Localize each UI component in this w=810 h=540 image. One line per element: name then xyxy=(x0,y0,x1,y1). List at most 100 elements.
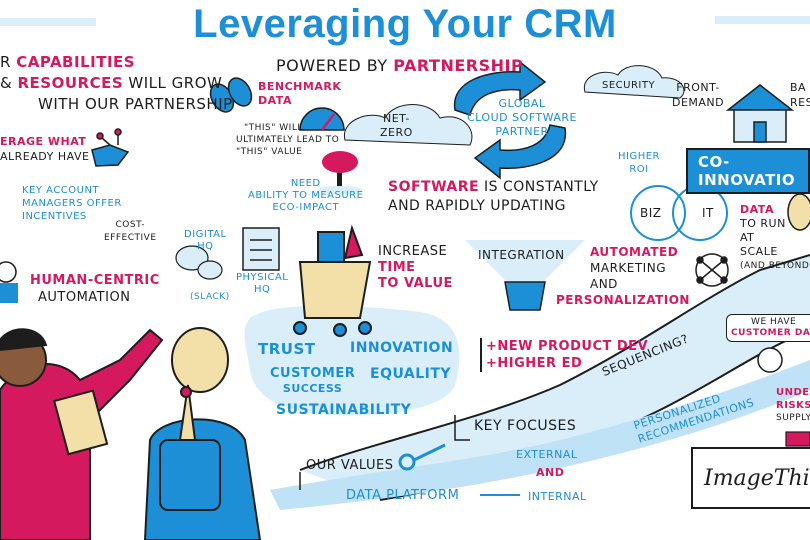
np-line2: +Higher Ed xyxy=(486,356,583,371)
ce-line1: cost- xyxy=(115,220,145,230)
truck-icon xyxy=(785,431,810,447)
cycle-arrow-top xyxy=(453,60,547,116)
lightbulb-icon xyxy=(787,193,810,231)
cap-amp: & xyxy=(0,74,13,92)
leverage-line1: erage what xyxy=(0,135,87,148)
value-customer-success: Customer success xyxy=(270,366,355,396)
top-left-bar xyxy=(0,18,96,26)
ttv-line3: to value xyxy=(378,276,453,291)
wh-line2: customer dat xyxy=(731,328,810,338)
bm-note1: "This" will xyxy=(244,123,303,133)
person-icon xyxy=(0,261,17,283)
funnel-spout xyxy=(504,281,546,311)
and-label: and xyxy=(536,466,565,479)
sw-rest2: and rapidly updating xyxy=(388,198,567,214)
building-icon xyxy=(242,227,280,271)
key-focus-arrow xyxy=(454,415,470,441)
road-edge-top xyxy=(299,254,810,471)
benchmark-note: "This" will ultimately lead to "this" va… xyxy=(236,122,339,158)
higher-roi: Higher ROI xyxy=(618,150,660,176)
ka-line2: managers offer xyxy=(22,198,122,209)
gauge-icon xyxy=(299,107,345,131)
ttv-line2: time xyxy=(378,260,416,275)
res-accent: Resources xyxy=(17,74,124,92)
key-account-note: Key Account managers offer incentives xyxy=(22,184,122,223)
digital-hq: Digital HQ xyxy=(184,229,227,253)
page-title: Leveraging Your CRM xyxy=(193,2,617,46)
hc-rest: automation xyxy=(38,290,131,305)
key-focuses-label: Key Focuses xyxy=(474,418,577,434)
measure-note: Need ability to measure eco-impact xyxy=(248,178,363,214)
powered-by: Powered by Partnership xyxy=(276,56,523,75)
bm-line2: data xyxy=(258,94,292,107)
cost-effective-note: cost- effective xyxy=(104,219,157,245)
gp-line2: Cloud Software xyxy=(467,111,577,124)
top-right-bar xyxy=(715,16,810,24)
tree-icon xyxy=(318,151,362,194)
ur-line3: supply c xyxy=(776,413,810,423)
leverage-line2: already have xyxy=(0,150,90,163)
ce-line2: effective xyxy=(104,233,157,243)
internal-label: Internal xyxy=(528,490,587,503)
nz-line1: Net- xyxy=(382,112,410,125)
br-line2: Reso xyxy=(790,96,810,109)
signature: ImageThink xyxy=(704,466,810,491)
road-shape xyxy=(300,255,810,500)
ttv-line1: Increase xyxy=(378,244,448,259)
venn-it: IT xyxy=(702,206,714,220)
roi-line1: Higher xyxy=(618,151,661,162)
cs-line2: success xyxy=(282,382,343,395)
venn-right xyxy=(672,185,728,241)
customer-avatar xyxy=(757,347,783,373)
cap-accent: Capabilities xyxy=(16,53,136,71)
me-line2: ability to measure xyxy=(248,190,364,201)
gp-line1: Global xyxy=(498,97,546,110)
powered-accent: Partnership xyxy=(393,56,524,75)
gp-line3: Partner xyxy=(495,125,549,138)
grow-text: will grow xyxy=(128,74,223,92)
back-resources: Ba Reso xyxy=(790,80,810,110)
front-demand: Front- Demand xyxy=(672,80,724,110)
road-lower-band xyxy=(270,360,810,510)
dhq-line1: Digital xyxy=(184,229,227,240)
am-line1: Automated xyxy=(590,245,679,259)
dtr-line1: Data xyxy=(740,203,774,216)
am-line3: and xyxy=(590,277,618,291)
br-line1: Ba xyxy=(790,81,807,94)
data-platform-label: Data Platform xyxy=(346,488,460,503)
capabilities-note: r Capabilities & Resources will grow wit… xyxy=(0,52,233,115)
value-trust: Trust xyxy=(258,340,316,358)
software-note: Software is constantly and rapidly updat… xyxy=(388,178,599,216)
am-line4: personalization xyxy=(556,293,690,307)
sw-rest1: is constantly xyxy=(484,179,599,195)
external-label: External xyxy=(516,448,578,461)
benchmark-title: Benchmark data xyxy=(258,80,341,108)
np-line1: +New Product Dev xyxy=(486,339,649,354)
automated-note: Automated marketing and personalization xyxy=(556,244,690,308)
ka-line3: incentives xyxy=(22,211,87,222)
venn-biz: BIZ xyxy=(640,206,662,220)
partnership-text: with our partnership xyxy=(38,95,233,113)
phq-line1: Physical xyxy=(236,272,289,283)
binoculars-icon xyxy=(209,77,253,113)
key-icon xyxy=(398,443,446,471)
ur-line2: risks al xyxy=(776,400,810,411)
dtr-line2: to run xyxy=(740,217,786,230)
dtr-line3: at xyxy=(740,231,755,244)
data-to-run: Data to run at scale (and beyond xyxy=(740,203,809,273)
cs-line1: Customer xyxy=(270,366,356,381)
security-cloud xyxy=(583,65,685,99)
ur-line1: Understa xyxy=(776,387,810,398)
cycle-arrow-bottom xyxy=(473,124,567,180)
human-centric-note: Human-centric automation xyxy=(30,272,160,306)
net-zero-cloud xyxy=(344,104,473,146)
hc-accent: Human-centric xyxy=(30,273,160,288)
slack-label: (Slack) xyxy=(190,292,230,302)
co-innovation-banner: Co-Innovatio xyxy=(686,148,810,194)
dtr-line4: scale xyxy=(740,245,778,258)
house-icon xyxy=(725,84,795,143)
time-to-value: Increase time to value xyxy=(378,244,453,292)
leverage-note: erage what already have xyxy=(0,134,89,164)
dtr-line5: (and beyond xyxy=(740,261,810,271)
cap-prefix: r xyxy=(0,53,11,71)
